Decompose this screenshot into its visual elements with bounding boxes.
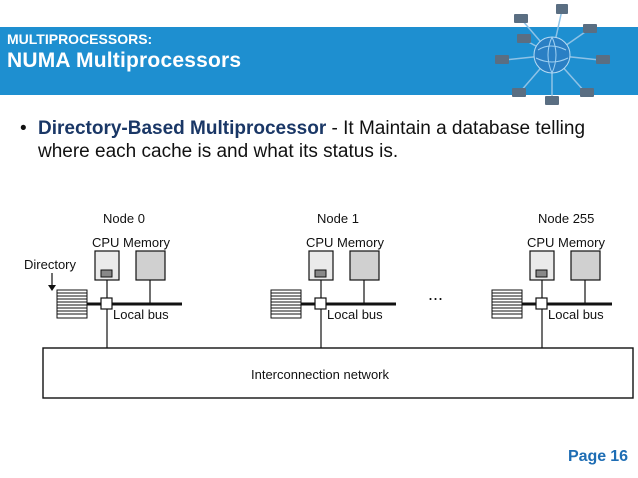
bullet-term: Directory-Based Multiprocessor: [38, 118, 327, 139]
bullet-text: It Maintain a database telling where eac…: [38, 118, 586, 162]
node-1-cache: [314, 269, 327, 278]
node-255-directory: [491, 289, 523, 319]
node-255-bus-label: Local bus: [548, 307, 604, 322]
node-0-bus-label: Local bus: [113, 307, 169, 322]
node-1-bus-label: Local bus: [327, 307, 383, 322]
page-value: 16: [610, 448, 628, 465]
bullet-item: • Directory-Based Multiprocessor - It Ma…: [20, 117, 618, 163]
bullet-dot: •: [20, 118, 27, 139]
node-1-memory-label: Memory: [337, 235, 384, 250]
node-1-bus-interface: [314, 297, 327, 310]
node-1-label: Node 1: [317, 211, 359, 226]
node-255-cpu-label: CPU: [527, 235, 554, 250]
nodes-ellipsis: ...: [428, 284, 443, 304]
interconnection-network: [42, 347, 634, 399]
node-0-directory: [56, 289, 88, 319]
interconnection-network-label: Interconnection network: [251, 367, 390, 382]
slide-header: MULTIPROCESSORS: NUMA Multiprocessors: [0, 0, 638, 105]
numa-diagram: Node 0 CPU Memory Directory Local bus No…: [24, 211, 634, 399]
node-255-bus-interface: [535, 297, 548, 310]
node-0-cache: [100, 269, 113, 278]
header-bar: [0, 27, 638, 95]
node-255-memory-label: Memory: [558, 235, 605, 250]
node-0-memory-box: [135, 250, 166, 281]
node-0-memory-label: Memory: [123, 235, 170, 250]
node-1-memory-box: [349, 250, 380, 281]
slide-title: NUMA Multiprocessors: [7, 49, 242, 72]
node-1-directory: [270, 289, 302, 319]
node-255-label: Node 255: [538, 211, 594, 226]
header-subtitle: MULTIPROCESSORS:: [7, 31, 153, 47]
directory-label: Directory: [24, 257, 77, 272]
node-0-label: Node 0: [103, 211, 145, 226]
node-255-memory-box: [570, 250, 601, 281]
node-0-bus-interface: [100, 297, 113, 310]
node-0-cpu-label: CPU: [92, 235, 119, 250]
page-label: Page: [567, 448, 607, 465]
network-globe-icon: [495, 4, 610, 105]
node-1-cpu-label: CPU: [306, 235, 333, 250]
bullet-separator: -: [326, 118, 344, 139]
node-255-cache: [535, 269, 548, 278]
